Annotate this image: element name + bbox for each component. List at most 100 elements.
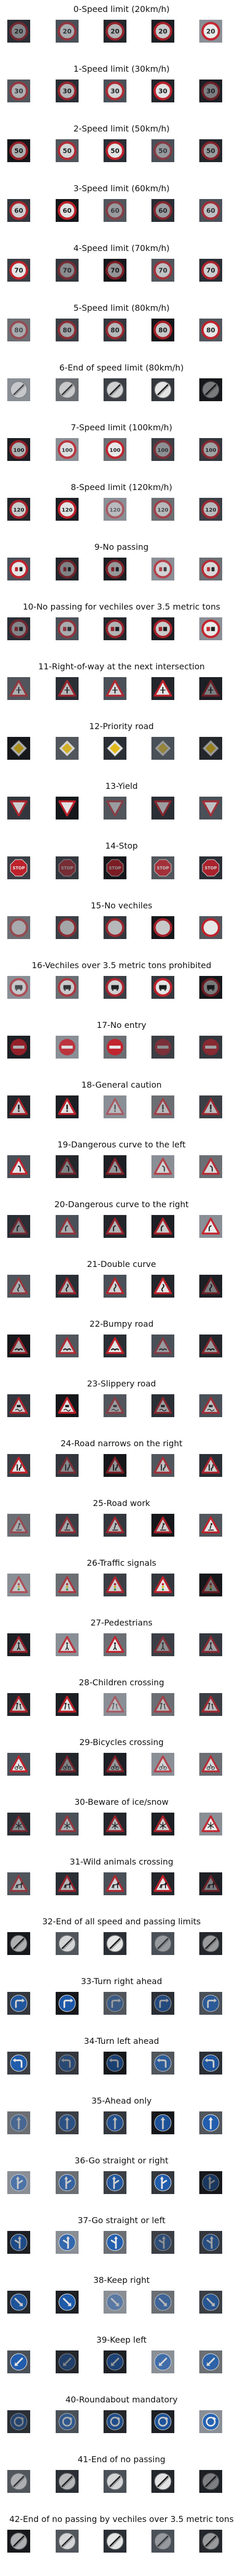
general-caution-icon [199, 1095, 222, 1118]
curve-left-icon [151, 1155, 174, 1178]
traffic-signals-icon [56, 1574, 79, 1596]
no-entry-icon [7, 1036, 30, 1059]
class-title: 34-Turn left ahead [84, 2036, 159, 2046]
pedestrians-icon [56, 1633, 79, 1656]
svg-text:70: 70 [158, 267, 167, 274]
class-block: 8-Speed limit (120km/h) 120 120 120 120 … [0, 478, 243, 530]
svg-text:100: 100 [61, 447, 72, 453]
no-vehicles-icon [199, 916, 222, 939]
wild-animals-icon [199, 1872, 222, 1895]
straight-or-left-icon [7, 2231, 30, 2254]
road-work-icon [104, 1514, 126, 1537]
no-vehicles-icon [7, 916, 30, 939]
turn-right-ahead-icon [56, 1992, 79, 2015]
keep-left-icon [7, 2350, 30, 2373]
speed-limit-50-icon: 50 [199, 139, 222, 162]
speed-limit-60-icon: 60 [104, 199, 126, 222]
wild-animals-icon [7, 1872, 30, 1895]
double-curve-icon [104, 1275, 126, 1298]
class-block: 12-Priority road [0, 717, 243, 769]
no-passing-icon [7, 558, 30, 580]
stop-icon: STOP [151, 856, 174, 879]
ahead-only-icon [151, 2111, 174, 2134]
class-title: 28-Children crossing [79, 1677, 164, 1687]
class-block: 36-Go straight or right [0, 2151, 243, 2203]
class-block: 35-Ahead only [0, 2092, 243, 2144]
turn-right-ahead-icon [151, 1992, 174, 2015]
speed-limit-100-icon: 100 [104, 438, 126, 461]
svg-text:30: 30 [62, 87, 71, 95]
yield-icon [7, 797, 30, 820]
svg-text:70: 70 [206, 267, 215, 274]
svg-text:100: 100 [205, 447, 216, 453]
bicycles-crossing-icon [104, 1753, 126, 1776]
straight-or-right-icon [151, 2171, 174, 2194]
svg-text:120: 120 [61, 507, 72, 513]
ahead-only-icon [7, 2111, 30, 2134]
curve-left-icon [56, 1155, 79, 1178]
trucks-prohibited-icon [104, 976, 126, 999]
bumpy-road-icon [56, 1335, 79, 1357]
pedestrians-icon [151, 1633, 174, 1656]
no-passing-icon [56, 558, 79, 580]
curve-right-icon [7, 1215, 30, 1238]
class-title: 12-Priority road [89, 721, 154, 731]
turn-left-ahead-icon [199, 2052, 222, 2075]
roundabout-icon [199, 2410, 222, 2433]
double-curve-icon [199, 1275, 222, 1298]
straight-or-left-icon [104, 2231, 126, 2254]
trucks-prohibited-icon [199, 976, 222, 999]
speed-limit-30-icon: 30 [151, 80, 174, 102]
end-all-limits-icon [104, 1932, 126, 1955]
yield-icon [199, 797, 222, 820]
bicycles-crossing-icon [151, 1753, 174, 1776]
speed-limit-60-icon: 60 [151, 199, 174, 222]
class-block: 26-Traffic signals [0, 1554, 243, 1606]
class-title: 41-End of no passing [78, 2454, 165, 2464]
end-no-passing-icon [104, 2470, 126, 2493]
svg-text:70: 70 [62, 267, 71, 274]
speed-limit-60-icon: 60 [199, 199, 222, 222]
svg-text:60: 60 [110, 207, 119, 214]
right-of-way-icon [104, 677, 126, 700]
class-title: 13-Yield [105, 781, 138, 791]
priority-road-icon [104, 737, 126, 760]
class-title: 6-End of speed limit (80km/h) [59, 363, 184, 373]
slippery-road-icon [7, 1394, 30, 1417]
stop-icon: STOP [199, 856, 222, 879]
speed-limit-50-icon: 50 [7, 139, 30, 162]
double-curve-icon [151, 1275, 174, 1298]
no-vehicles-icon [151, 916, 174, 939]
class-title: 15-No vechiles [91, 901, 152, 910]
svg-text:60: 60 [206, 207, 215, 214]
no-entry-icon [56, 1036, 79, 1059]
speed-limit-50-icon: 50 [56, 139, 79, 162]
no-passing-trucks-icon [56, 617, 79, 640]
curve-left-icon [7, 1155, 30, 1178]
right-of-way-icon [151, 677, 174, 700]
no-entry-icon [199, 1036, 222, 1059]
straight-or-right-icon [199, 2171, 222, 2194]
no-passing-trucks-icon [199, 617, 222, 640]
svg-text:30: 30 [110, 87, 119, 95]
class-block: 23-Slippery road [0, 1375, 243, 1426]
ahead-only-icon [56, 2111, 79, 2134]
right-of-way-icon [7, 677, 30, 700]
class-block: 15-No vechiles [0, 896, 243, 948]
stop-icon: STOP [56, 856, 79, 879]
traffic-signals-icon [151, 1574, 174, 1596]
class-title: 35-Ahead only [91, 2096, 152, 2106]
speed-limit-80-icon: 80 [56, 319, 79, 341]
turn-right-ahead-icon [7, 1992, 30, 2015]
class-block: 42-End of no passing by vechiles over 3.… [0, 2510, 243, 2562]
speed-limit-80-icon: 80 [199, 319, 222, 341]
no-passing-trucks-icon [104, 617, 126, 640]
speed-limit-30-icon: 30 [199, 80, 222, 102]
class-block: 20-Dangerous curve to the right [0, 1195, 243, 1247]
no-passing-trucks-icon [7, 617, 30, 640]
class-block: 29-Bicycles crossing [0, 1733, 243, 1785]
ahead-only-icon [104, 2111, 126, 2134]
bicycles-crossing-icon [7, 1753, 30, 1776]
svg-text:80: 80 [14, 326, 23, 334]
pedestrians-icon [104, 1633, 126, 1656]
